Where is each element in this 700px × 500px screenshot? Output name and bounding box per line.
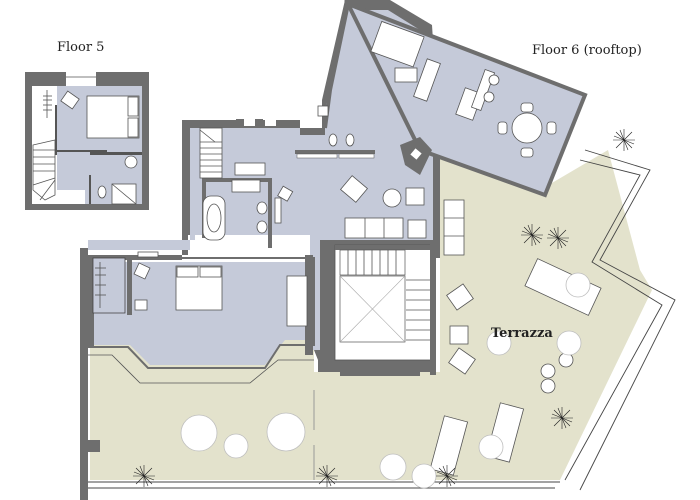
floor5-plan: [25, 72, 149, 210]
terrace-label: Terrazza: [491, 326, 553, 341]
floor6-plan: [80, 0, 588, 376]
plants: [133, 129, 635, 489]
floor6-label: Floor 6 (rooftop): [532, 43, 642, 58]
terrace-area: [80, 149, 676, 500]
floor5-label: Floor 5: [57, 40, 105, 55]
